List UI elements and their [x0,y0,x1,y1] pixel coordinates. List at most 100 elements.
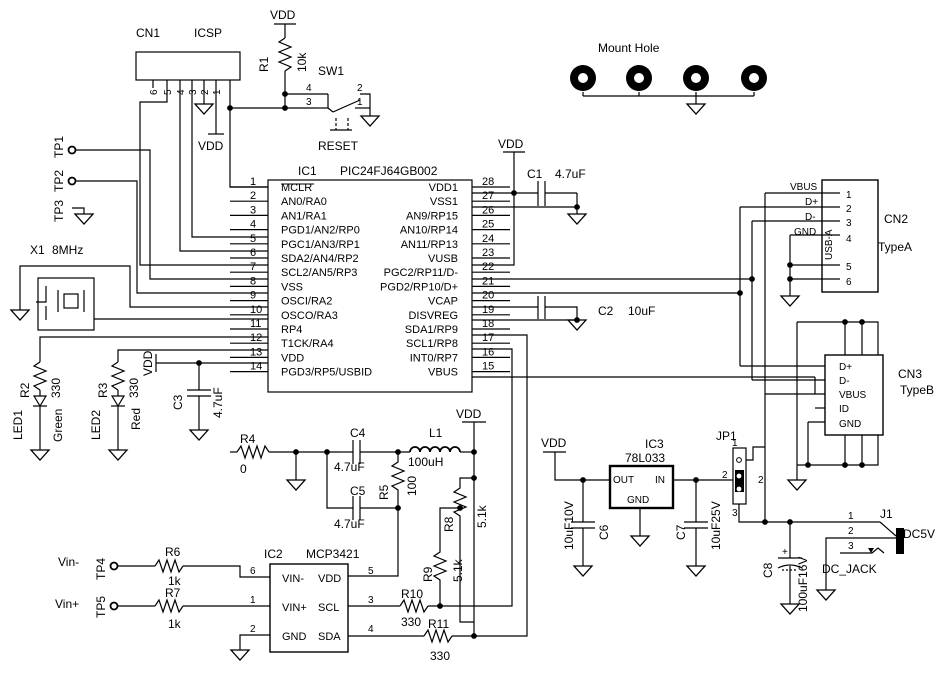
svg-text:1k: 1k [168,617,182,631]
svg-text:10uF25V: 10uF25V [709,501,723,550]
svg-text:TP5: TP5 [94,596,108,618]
cn1-pin-num: 5 [163,89,174,95]
svg-text:100uF16V: 100uF16V [796,557,810,612]
svg-text:10uF10V: 10uF10V [562,501,576,550]
svg-text:ID: ID [839,404,849,415]
svg-text:R3: R3 [96,382,110,398]
mount-hole-center [749,73,759,83]
r1-ref: R1 [257,56,271,72]
ground-icon [629,535,651,547]
svg-text:DC_JACK: DC_JACK [822,562,877,576]
svg-text:4: 4 [306,83,312,94]
ground-icon [229,649,251,661]
svg-text:GND: GND [794,227,816,238]
svg-text:C7: C7 [674,524,688,540]
cn1-pin-num: 6 [149,89,160,95]
svg-text:R6: R6 [165,545,181,559]
svg-text:78L033: 78L033 [625,451,665,465]
ic1-left-pin-label: MCLR [281,182,312,194]
ic1-right-pin-num: 17 [482,332,494,344]
cn1-name: ICSP [194,26,222,40]
svg-text:VDD: VDD [456,407,482,421]
ic1-left-pin-label: AN0/RA0 [281,196,327,208]
mount-hole-center [578,73,588,83]
ic1-right-pin-label: SDA1/RP9 [405,324,458,336]
sw1-label: RESET [318,139,359,153]
ground-icon [685,565,707,577]
ground-icon [566,213,588,225]
ic1-ref: IC1 [298,164,317,178]
ic1-right-pin-label: SCL1/RP8 [406,338,458,350]
svg-text:C8: C8 [761,562,775,578]
ic1-right-pin-num: 18 [482,318,494,330]
svg-text:4.7uF: 4.7uF [334,460,365,474]
svg-text:LED2: LED2 [89,410,103,440]
c8-j1-power: + C8 100uF16V J1 DC5V DC_JACK 1 2 3 [761,507,935,612]
svg-text:3: 3 [846,218,852,229]
ic1-right-pin-label: DISVREG [408,310,458,322]
r1-val: 10k [295,52,309,72]
ground-icon [815,589,837,601]
ground-icon [359,115,381,127]
svg-text:VDD: VDD [318,573,341,585]
ic1-right-pin-num: 23 [482,247,494,259]
ic1-left-pin-num: 7 [250,261,256,273]
ground-icon [107,449,129,461]
svg-text:JP1: JP1 [716,429,737,443]
svg-text:MCP3421: MCP3421 [306,547,360,561]
ground-icon [779,295,801,307]
svg-text:Vin+: Vin+ [55,597,79,611]
svg-text:R5: R5 [377,484,391,500]
ic3-regulator: IC3 78L033 OUT IN GND VDD 10uF10V C6 C7 … [541,436,723,566]
svg-text:VBUS: VBUS [839,390,867,401]
svg-text:2: 2 [846,204,852,215]
ic1-left-pin-label: PGD1/AN2/RP0 [281,225,360,237]
ground-icon [29,449,51,461]
svg-text:330: 330 [127,378,141,398]
ic1-left-pin-num: 4 [250,219,256,231]
test-points-top: TP1 TP2 TP3 [52,136,268,294]
svg-text:0: 0 [240,462,247,476]
ic1-left-pin-label: PGD3/RP5/USBID [281,367,372,379]
svg-text:TP4: TP4 [94,558,108,580]
svg-text:5: 5 [846,262,852,273]
svg-text:6: 6 [250,566,256,577]
ic1-right-pin-num: 22 [482,261,494,273]
svg-text:L1: L1 [429,426,443,440]
jp1-jumper: JP1 1 2 3 2 [673,429,880,525]
ic1-right-pin-num: 16 [482,346,494,358]
svg-text:1: 1 [848,511,854,522]
x1-ref: X1 [30,243,45,257]
sw1-reset: SW1 RESET 4 3 2 1 [285,64,371,153]
svg-text:C1: C1 [527,167,543,181]
svg-text:D-: D- [805,212,816,223]
ground-icon [9,309,31,321]
ic1-left-pin-num: 13 [250,346,262,358]
mount-hole-label: Mount Hole [598,41,660,55]
ic1-right-pins: 28VDD127VSS126AN9/RP1525AN10/RP1424AN11/… [380,176,510,379]
svg-text:VBUS: VBUS [790,182,818,193]
ic1-right-pin-label: PGD2/RP10/D+ [380,281,458,293]
ic1-left-pin-label: OSCO/RA3 [281,310,338,322]
jp1-pin2-alt: 2 [722,470,728,481]
svg-text:USB-A: USB-A [824,229,835,260]
ground-icon [73,213,95,225]
svg-text:D-: D- [839,376,850,387]
ic2-adc: IC2 MCP3421 VIN- VDD VIN+ SCL GND SDA 6 … [239,547,477,663]
ic1-left-pin-label: VDD [281,352,304,364]
ic1-left-pin-label: RP4 [281,324,302,336]
leds: R2 330 R3 330 LED1 Green LED2 Red [11,336,268,450]
svg-text:TypeB: TypeB [900,383,934,397]
mount-holes: Mount Hole [570,41,767,104]
ic1-left-pin-label: AN1/RA1 [281,210,327,222]
ic1-left-pin-num: 8 [250,275,256,287]
svg-text:1k: 1k [168,574,182,588]
svg-text:5.1k: 5.1k [451,558,465,582]
svg-text:DC5V: DC5V [903,527,935,541]
svg-text:1: 1 [250,595,256,606]
ic1-right-pin-num: 24 [482,233,494,245]
svg-text:C5: C5 [350,484,366,498]
